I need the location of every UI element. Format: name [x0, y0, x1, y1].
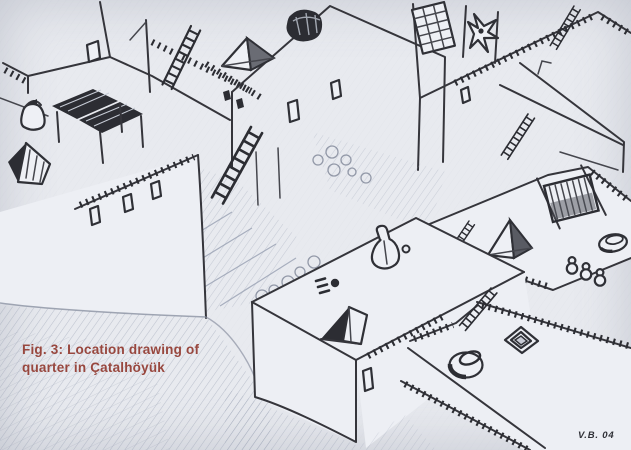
wall-mark: [236, 98, 244, 109]
figure-caption: Fig. 3: Location drawing of quarter in Ç…: [22, 341, 199, 377]
parapet-hatching: [366, 314, 444, 359]
roof-pyramid: [220, 35, 276, 72]
building-bottom-right: [400, 287, 631, 450]
parapet-hatching: [590, 169, 630, 203]
parapet-hatching: [403, 381, 529, 450]
parapet-hatching: [150, 39, 253, 94]
window: [329, 78, 343, 101]
handled-pot: [20, 99, 46, 131]
building-left-front: [0, 89, 207, 319]
awning: [52, 89, 144, 164]
artist-signature: V.B. 04: [578, 430, 615, 441]
parapet-hatching: [481, 301, 630, 350]
window: [459, 85, 472, 105]
wall-mark: [223, 90, 231, 101]
parapet-hatching: [453, 12, 597, 86]
window: [121, 192, 135, 214]
small-jars: [565, 256, 607, 287]
window: [88, 204, 102, 227]
storage-basket: [286, 9, 323, 42]
window: [149, 179, 163, 201]
roof-hatch: [503, 325, 540, 355]
building-top-left: [2, 1, 253, 121]
parapet-hatching: [204, 61, 265, 102]
window: [361, 366, 375, 393]
drying-mat: [410, 0, 457, 55]
building-right-wall: [499, 62, 625, 173]
weaving-frame: [535, 164, 607, 230]
ground-shading-bottom: [225, 388, 436, 450]
roof-marks: [314, 277, 340, 295]
bowl: [598, 233, 628, 254]
roof-posts: [255, 147, 281, 206]
window: [85, 39, 102, 64]
building-center: [204, 5, 446, 169]
roof-pyramid: [486, 216, 534, 260]
parapet-hatching: [600, 14, 631, 36]
stretched-hide: [462, 5, 500, 64]
building-top-right: [410, 0, 631, 171]
caption-line-2: quarter in Çatalhöyük: [22, 359, 165, 375]
tent-wedge: [8, 141, 52, 186]
roof-vessel: [370, 224, 411, 270]
ground-shading: [0, 302, 272, 450]
caption-line-1: Fig. 3: Location drawing of: [22, 342, 200, 357]
parapet-hatching: [78, 154, 196, 208]
window: [286, 98, 301, 124]
rubble-courtyard: [312, 132, 446, 232]
parapet-hatching: [412, 321, 455, 343]
roof-opening: [320, 305, 369, 346]
parapet-hatching: [3, 67, 29, 85]
cooking-pot: [447, 350, 484, 380]
